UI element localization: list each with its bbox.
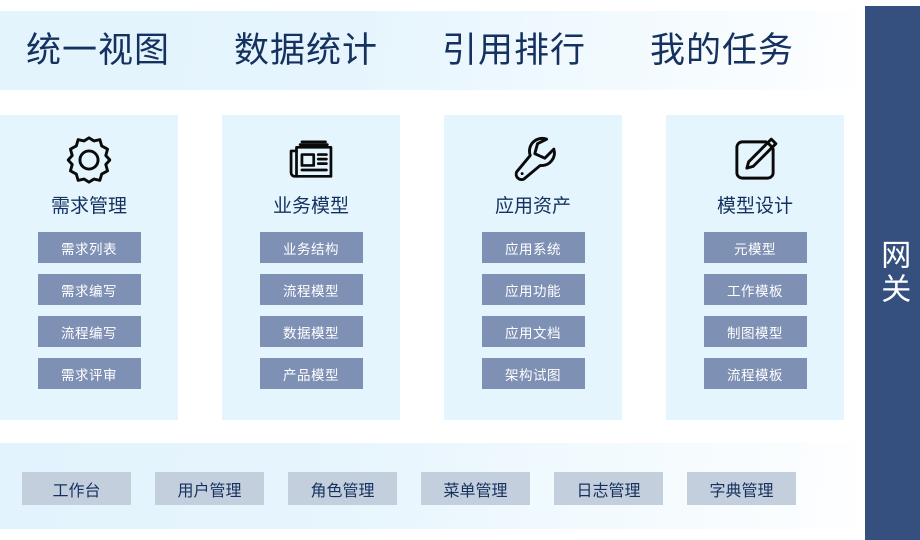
nav-item-data-statistics[interactable]: 数据统计: [234, 31, 379, 70]
bottom-button-dictionary-management[interactable]: 字典管理: [687, 472, 796, 505]
card-model-design: 模型设计 元模型 工作模板 制图模型 流程模板: [666, 115, 844, 420]
card-button-meta-model[interactable]: 元模型: [703, 232, 807, 263]
edit-pencil-square-icon: [726, 129, 784, 191]
card-button-list: 元模型 工作模板 制图模型 流程模板: [666, 232, 844, 389]
card-requirements-management: 需求管理 需求列表 需求编写 流程编写 需求评审: [0, 115, 178, 420]
card-button-list: 需求列表 需求编写 流程编写 需求评审: [0, 232, 178, 389]
card-button-process-writing[interactable]: 流程编写: [37, 316, 141, 347]
card-button-requirement-review[interactable]: 需求评审: [37, 358, 141, 389]
gateway-panel[interactable]: 网关: [865, 6, 920, 540]
module-cards-row: 需求管理 需求列表 需求编写 流程编写 需求评审: [0, 115, 855, 420]
card-button-process-template[interactable]: 流程模板: [703, 358, 807, 389]
card-business-model: 业务模型 业务结构 流程模型 数据模型 产品模型: [222, 115, 400, 420]
wrench-icon: [504, 129, 562, 191]
gateway-rail: 网关: [855, 0, 920, 540]
card-application-assets: 应用资产 应用系统 应用功能 应用文档 架构试图: [444, 115, 622, 420]
card-button-drawing-model[interactable]: 制图模型: [703, 316, 807, 347]
card-title: 需求管理: [50, 196, 127, 217]
card-button-architecture-view[interactable]: 架构试图: [481, 358, 585, 389]
card-button-application-system[interactable]: 应用系统: [481, 232, 585, 263]
card-title: 应用资产: [494, 196, 571, 217]
card-button-requirement-list[interactable]: 需求列表: [37, 232, 141, 263]
nav-item-citation-ranking[interactable]: 引用排行: [442, 31, 587, 70]
card-button-list: 应用系统 应用功能 应用文档 架构试图: [444, 232, 622, 389]
card-button-process-model[interactable]: 流程模型: [259, 274, 363, 305]
newspaper-icon: [282, 129, 340, 191]
bottom-admin-bar: 工作台 用户管理 角色管理 菜单管理 日志管理 字典管理: [0, 443, 855, 529]
bottom-button-role-management[interactable]: 角色管理: [288, 472, 397, 505]
card-title: 业务模型: [272, 196, 349, 217]
card-button-data-model[interactable]: 数据模型: [259, 316, 363, 347]
bottom-button-user-management[interactable]: 用户管理: [155, 472, 264, 505]
card-button-application-document[interactable]: 应用文档: [481, 316, 585, 347]
gateway-label: 网关: [876, 239, 910, 307]
bottom-button-menu-management[interactable]: 菜单管理: [421, 472, 530, 505]
card-button-business-structure[interactable]: 业务结构: [259, 232, 363, 263]
top-nav-bar: 统一视图 数据统计 引用排行 我的任务: [0, 11, 855, 90]
bottom-button-workbench[interactable]: 工作台: [22, 472, 131, 505]
bottom-button-list: 工作台 用户管理 角色管理 菜单管理 日志管理 字典管理: [22, 472, 796, 505]
card-button-requirement-writing[interactable]: 需求编写: [37, 274, 141, 305]
card-button-list: 业务结构 流程模型 数据模型 产品模型: [222, 232, 400, 389]
card-button-product-model[interactable]: 产品模型: [259, 358, 363, 389]
gear-icon: [60, 129, 118, 191]
nav-item-unified-view[interactable]: 统一视图: [26, 31, 171, 70]
card-title: 模型设计: [716, 196, 793, 217]
top-nav-list: 统一视图 数据统计 引用排行 我的任务: [0, 33, 855, 68]
card-button-application-function[interactable]: 应用功能: [481, 274, 585, 305]
card-button-work-template[interactable]: 工作模板: [703, 274, 807, 305]
nav-item-my-tasks[interactable]: 我的任务: [650, 31, 795, 70]
main-column: 统一视图 数据统计 引用排行 我的任务 需求管理 需求列表 需求编写: [0, 11, 855, 529]
bottom-button-log-management[interactable]: 日志管理: [554, 472, 663, 505]
